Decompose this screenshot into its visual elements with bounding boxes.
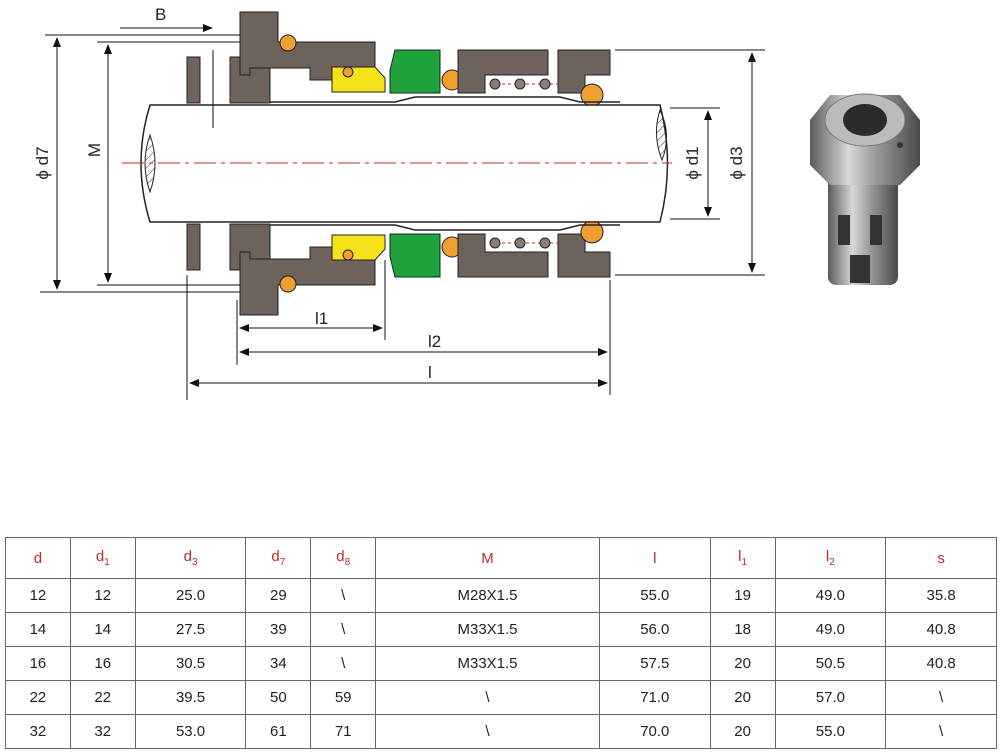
- table-cell: 57.0: [774, 680, 887, 715]
- table-cell: 14: [69, 612, 136, 647]
- column-header: l2: [774, 537, 887, 579]
- column-header: d3: [134, 537, 247, 579]
- table-cell: 16: [5, 646, 71, 681]
- table-cell: 40.8: [885, 612, 997, 647]
- table-cell: 18: [709, 612, 776, 647]
- header-symbol: d: [336, 548, 345, 565]
- table-cell: 49.0: [774, 578, 887, 613]
- table-cell: \: [375, 680, 600, 715]
- table-cell: 20: [709, 680, 776, 715]
- table-cell: M28X1.5: [375, 578, 600, 613]
- table-cell: 22: [69, 680, 136, 715]
- label-d7: ϕ d7: [33, 146, 52, 179]
- product-photo: [810, 93, 920, 285]
- shaft: [122, 104, 672, 223]
- column-header: d: [5, 537, 71, 579]
- header-subscript: 3: [191, 557, 198, 568]
- label-d3: ϕ d3: [727, 146, 746, 179]
- table-cell: 12: [5, 578, 71, 613]
- table-cell: 59: [310, 680, 377, 715]
- header-symbol: d: [33, 549, 43, 567]
- header-subscript: 7: [279, 557, 286, 568]
- table-cell: 12: [69, 578, 136, 613]
- table-cell: 39: [245, 612, 312, 647]
- column-header: l: [598, 537, 711, 579]
- table-cell: 50: [245, 680, 312, 715]
- column-header: d8: [310, 537, 377, 579]
- table-cell: 71.0: [598, 680, 711, 715]
- table-cell: 19: [709, 578, 776, 613]
- header-subscript: 1: [741, 557, 748, 568]
- header-subscript: 1: [104, 557, 110, 568]
- label-m: M: [85, 143, 104, 157]
- table-cell: 35.8: [885, 578, 997, 613]
- table-cell: \: [375, 714, 600, 749]
- table-cell: 39.5: [134, 680, 247, 715]
- header-symbol: d: [95, 548, 105, 565]
- column-header: d7: [245, 537, 312, 579]
- table-cell: M33X1.5: [375, 612, 600, 647]
- header-symbol: d: [271, 548, 280, 565]
- table-cell: \: [310, 578, 377, 613]
- table-cell: 57.5: [598, 646, 711, 681]
- header-symbol: l: [653, 549, 657, 567]
- table-cell: 25.0: [134, 578, 247, 613]
- table-cell: 22: [5, 680, 71, 715]
- column-header: l1: [709, 537, 776, 579]
- table-cell: 20: [709, 714, 776, 749]
- header-subscript: 2: [829, 557, 835, 568]
- table-cell: 61: [245, 714, 312, 749]
- table-cell: \: [885, 714, 997, 749]
- table-cell: 20: [709, 646, 776, 681]
- table-cell: \: [310, 646, 377, 681]
- table-cell: 32: [69, 714, 136, 749]
- table-cell: 55.0: [598, 578, 711, 613]
- table-cell: 14: [5, 612, 71, 647]
- table-cell: 56.0: [598, 612, 711, 647]
- table-cell: 50.5: [774, 646, 887, 681]
- column-header: M: [375, 537, 600, 579]
- table-cell: \: [885, 680, 997, 715]
- header-symbol: s: [937, 549, 945, 567]
- table-cell: 53.0: [134, 714, 247, 749]
- table-cell: 29: [245, 578, 312, 613]
- label-l1: l1: [315, 309, 328, 328]
- table-cell: 16: [69, 646, 136, 681]
- seal-lower-half: [186, 220, 621, 316]
- table-cell: 30.5: [134, 646, 247, 681]
- table-cell: 71: [310, 714, 377, 749]
- table-cell: M33X1.5: [375, 646, 600, 681]
- label-l: l: [428, 363, 432, 382]
- label-b: B: [155, 5, 166, 24]
- seal-cross-section-diagram: B ϕ d7 M ϕ d1 ϕ d3 l1 l2 l: [33, 5, 765, 400]
- table-cell: \: [310, 612, 377, 647]
- table-cell: 32: [5, 714, 71, 749]
- table-cell: 55.0: [774, 714, 887, 749]
- table-cell: 70.0: [598, 714, 711, 749]
- dimension-lines: [40, 24, 765, 400]
- column-header: d1: [69, 537, 136, 579]
- header-subscript: 8: [344, 557, 351, 568]
- header-symbol: M: [481, 549, 494, 567]
- header-symbol: l: [825, 548, 830, 565]
- label-d1: ϕ d1: [683, 146, 702, 179]
- table-cell: 40.8: [885, 646, 997, 681]
- column-header: s: [885, 537, 997, 579]
- header-symbol: d: [183, 548, 192, 565]
- table-cell: 49.0: [774, 612, 887, 647]
- seal-upper-half: [186, 11, 621, 107]
- table-cell: 27.5: [134, 612, 247, 647]
- label-l2: l2: [428, 332, 441, 351]
- table-cell: 34: [245, 646, 312, 681]
- header-symbol: l: [738, 548, 742, 565]
